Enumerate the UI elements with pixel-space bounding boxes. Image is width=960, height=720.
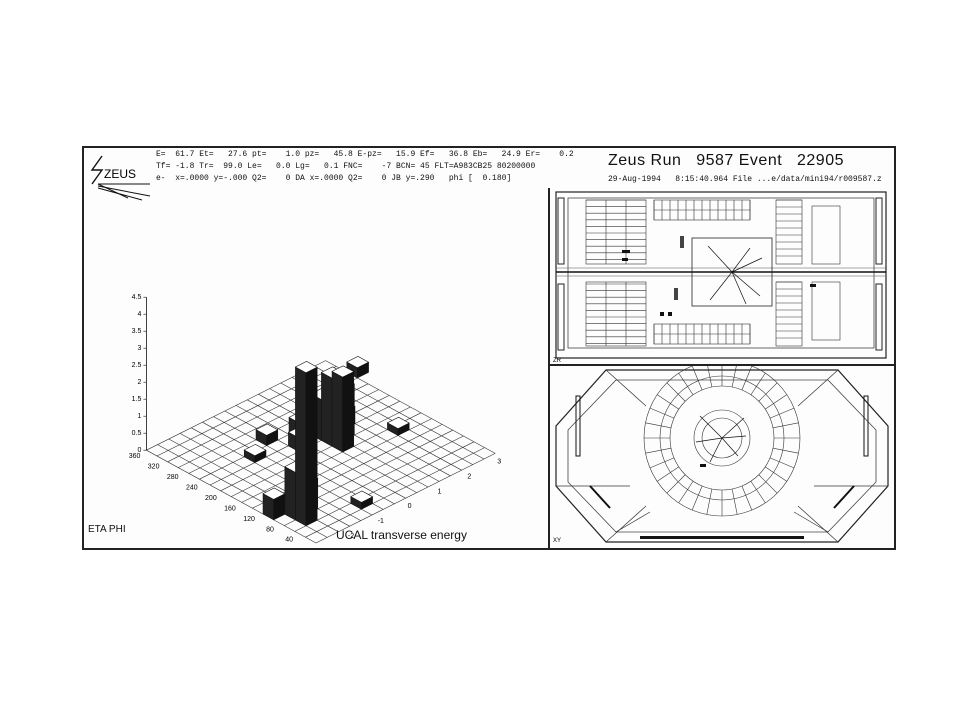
z-tick-label: 4	[137, 311, 141, 318]
energy-tower	[243, 444, 267, 464]
energy-tower	[262, 487, 286, 521]
run-date-file: 29-Aug-1994 8:15:40.964 File ...e/data/m…	[608, 175, 882, 184]
phi-tick-label: 200	[205, 495, 217, 502]
energy-tower	[350, 490, 374, 510]
phi-axis: 40 80 120 160 200 240 280 320 360	[129, 453, 293, 544]
stat-line-3: e- x=.0000 y=-.000 Q2= 0 DA x=.0000 Q2= …	[156, 174, 512, 183]
zeus-logo-icon: ZEUS	[90, 155, 151, 201]
phi-tick-label: 280	[167, 474, 179, 481]
z-tick-label: 1.5	[132, 396, 142, 403]
run-event-title: Zeus Run 9587 Event 22905	[608, 152, 844, 169]
phi-tick-label: 320	[148, 464, 160, 471]
z-tick-label: 2.5	[132, 362, 142, 369]
phi-tick-label: 40	[285, 537, 293, 544]
stat-line-2: Tf= -1.8 Tr= 99.0 Le= 0.0 Lg= 0.1 FNC= -…	[156, 162, 536, 171]
event-display: ZEUS E= 61.7 Et= 27.6 pt= 1.0 pz= 45.8 E…	[82, 146, 896, 555]
energy-tower	[255, 423, 279, 447]
eta-tick-label: 0	[408, 503, 412, 510]
z-tick-label: 0.5	[132, 430, 142, 437]
energy-tower	[294, 361, 318, 527]
eta-tick-label: -2	[348, 533, 354, 540]
event-header: ZEUS E= 61.7 Et= 27.6 pt= 1.0 pz= 45.8 E…	[84, 148, 894, 201]
energy-tower	[331, 365, 355, 453]
xy-view-panel: XY	[548, 359, 894, 548]
plot-title: UCAL transverse energy	[336, 528, 467, 542]
energy-tower	[386, 416, 410, 436]
zr-label: ZR	[553, 358, 562, 364]
phi-tick-label: 160	[224, 505, 236, 512]
z-tick-label: 3	[137, 345, 141, 352]
z-tick-label: 3.5	[132, 328, 142, 335]
xy-label: XY	[553, 538, 561, 544]
stat-line-1: E= 61.7 Et= 27.6 pt= 1.0 pz= 45.8 E-pz= …	[156, 150, 574, 159]
zeus-logo: ZEUS	[88, 150, 154, 202]
eta-tick-label: 2	[467, 473, 471, 480]
zr-detector-view: ZR	[553, 191, 887, 364]
eta-tick-label: 1	[437, 488, 441, 495]
logo-text: ZEUS	[104, 167, 136, 181]
zr-view-panel: ZR	[548, 188, 894, 366]
axis-names: ETA PHI	[88, 524, 126, 535]
lego-towers	[243, 356, 410, 527]
xy-detector-view: XY	[553, 359, 889, 544]
lego-plot: 00.511.522.533.544.540801201602002402803…	[129, 294, 501, 555]
z-axis: 0 0.5 1 1.5 2 2.5 3 3.5 4 4.5	[132, 294, 147, 454]
energy-tower	[346, 356, 370, 379]
phi-tick-label: 120	[243, 516, 255, 523]
z-tick-label: 0	[137, 447, 141, 454]
z-tick-label: 2	[137, 379, 141, 386]
phi-tick-label: 240	[186, 485, 198, 492]
z-tick-label: 4.5	[132, 294, 142, 301]
z-tick-label: 1	[137, 413, 141, 420]
eta-tick-label: -1	[378, 518, 384, 525]
lego-grid	[146, 360, 496, 544]
phi-tick-label: 360	[129, 453, 141, 460]
eta-tick-label: 3	[497, 458, 501, 465]
phi-tick-label: 80	[266, 526, 274, 533]
